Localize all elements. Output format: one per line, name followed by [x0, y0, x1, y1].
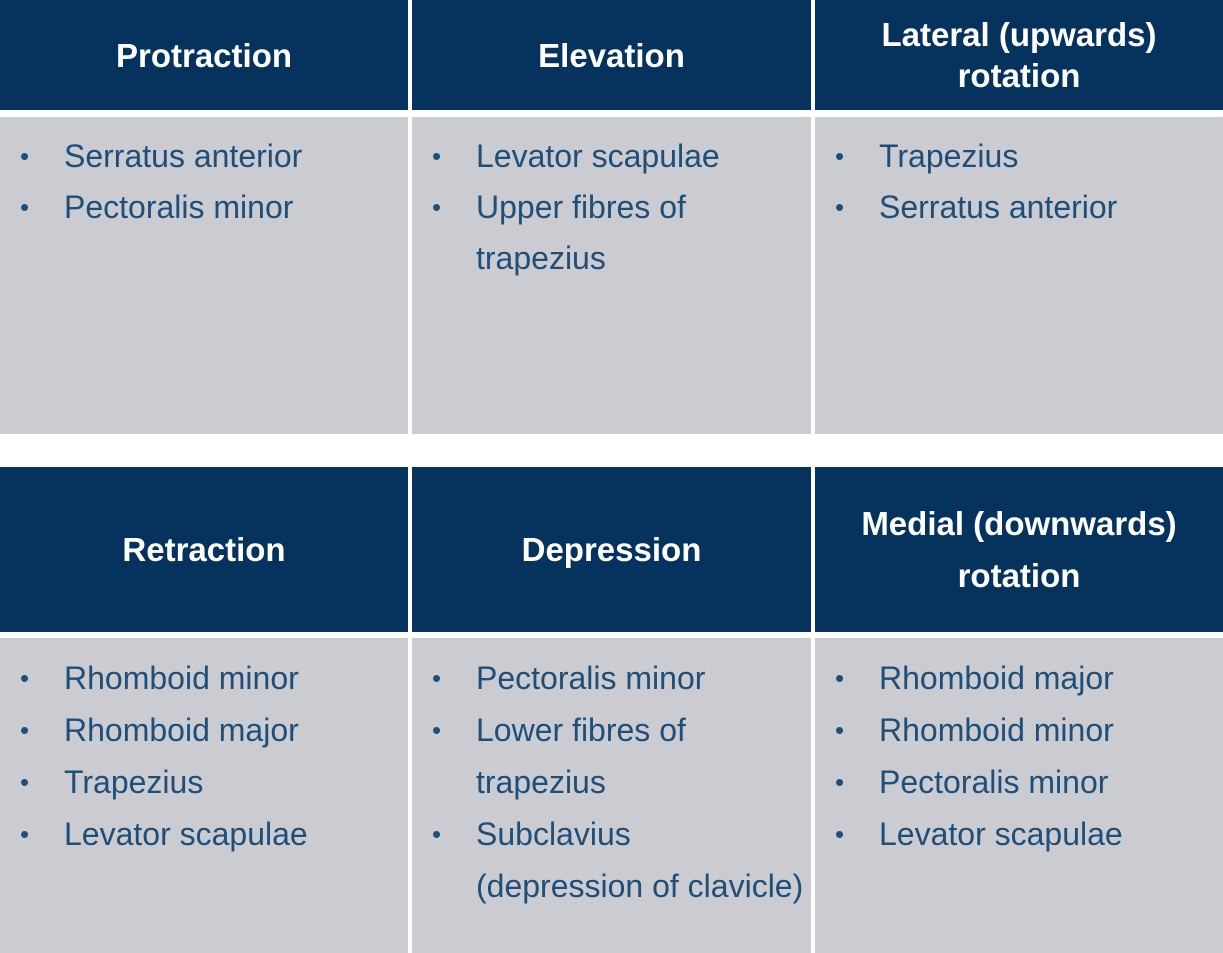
list-item: Rhomboid major — [821, 652, 1217, 704]
cell-elevation-muscles: Levator scapulae Upper fibres of trapezi… — [412, 117, 811, 434]
column-gutter — [811, 0, 815, 110]
column-header-label: Retraction — [122, 530, 286, 568]
list-item: Rhomboid major — [6, 704, 402, 756]
column-header-medial-downwards-rotation: Medial (downwards) rotation — [815, 467, 1223, 632]
list-item: Lower fibres of trapezius — [418, 704, 805, 808]
header-body-separator — [0, 632, 1223, 638]
table-header-row: Protraction Elevation Lateral (upwards) … — [0, 0, 1223, 110]
column-header-lateral-upwards-rotation: Lateral (upwards) rotation — [815, 0, 1223, 110]
list-item: Pectoralis minor — [418, 652, 805, 704]
muscle-list: Trapezius Serratus anterior — [821, 131, 1217, 233]
column-header-label: Protraction — [115, 36, 293, 74]
list-item: Rhomboid minor — [6, 652, 402, 704]
list-item: Rhomboid minor — [821, 704, 1217, 756]
cell-lateral-rotation-muscles: Trapezius Serratus anterior — [815, 117, 1223, 434]
column-header-label: Depression — [521, 530, 702, 568]
list-item: Subclavius (depression of clavicle) — [418, 808, 805, 912]
column-header-retraction: Retraction — [0, 467, 408, 632]
column-header-elevation: Elevation — [412, 0, 811, 110]
column-gutter — [408, 638, 412, 953]
list-item: Levator scapulae — [418, 131, 805, 182]
list-item: Serratus anterior — [821, 182, 1217, 233]
list-item: Upper fibres of trapezius — [418, 182, 805, 284]
column-gutter — [811, 467, 815, 632]
cell-retraction-muscles: Rhomboid minor Rhomboid major Trapezius … — [0, 638, 408, 953]
list-item: Trapezius — [6, 756, 402, 808]
list-item: Serratus anterior — [6, 131, 402, 182]
list-item: Levator scapulae — [821, 808, 1217, 860]
column-gutter — [408, 117, 412, 434]
table-body-row: Rhomboid minor Rhomboid major Trapezius … — [0, 638, 1223, 953]
column-header-protraction: Protraction — [0, 0, 408, 110]
column-gutter — [811, 117, 815, 434]
scapular-movements-table-upper: Protraction Elevation Lateral (upwards) … — [0, 0, 1223, 434]
column-gutter — [408, 0, 412, 110]
muscle-list: Rhomboid minor Rhomboid major Trapezius … — [6, 652, 402, 860]
column-header-label: Elevation — [538, 36, 685, 74]
table-body-row: Serratus anterior Pectoralis minor Levat… — [0, 117, 1223, 434]
cell-depression-muscles: Pectoralis minor Lower fibres of trapezi… — [412, 638, 811, 953]
scapular-movements-table-lower: Retraction Depression Medial (downwards)… — [0, 467, 1223, 953]
column-gutter — [408, 467, 412, 632]
cell-medial-rotation-muscles: Rhomboid major Rhomboid minor Pectoralis… — [815, 638, 1223, 953]
list-item: Levator scapulae — [6, 808, 402, 860]
muscle-list: Rhomboid major Rhomboid minor Pectoralis… — [821, 652, 1217, 860]
list-item: Pectoralis minor — [821, 756, 1217, 808]
muscle-list: Serratus anterior Pectoralis minor — [6, 131, 402, 233]
column-gutter — [811, 638, 815, 953]
list-item: Trapezius — [821, 131, 1217, 182]
cell-protraction-muscles: Serratus anterior Pectoralis minor — [0, 117, 408, 434]
table-header-row: Retraction Depression Medial (downwards)… — [0, 467, 1223, 632]
column-header-label: Medial (downwards) rotation — [861, 504, 1177, 594]
muscle-list: Pectoralis minor Lower fibres of trapezi… — [418, 652, 805, 912]
list-item: Pectoralis minor — [6, 182, 402, 233]
column-header-depression: Depression — [412, 467, 811, 632]
column-header-label: Lateral (upwards) rotation — [881, 16, 1157, 94]
muscle-list: Levator scapulae Upper fibres of trapezi… — [418, 131, 805, 284]
header-body-separator — [0, 110, 1223, 117]
